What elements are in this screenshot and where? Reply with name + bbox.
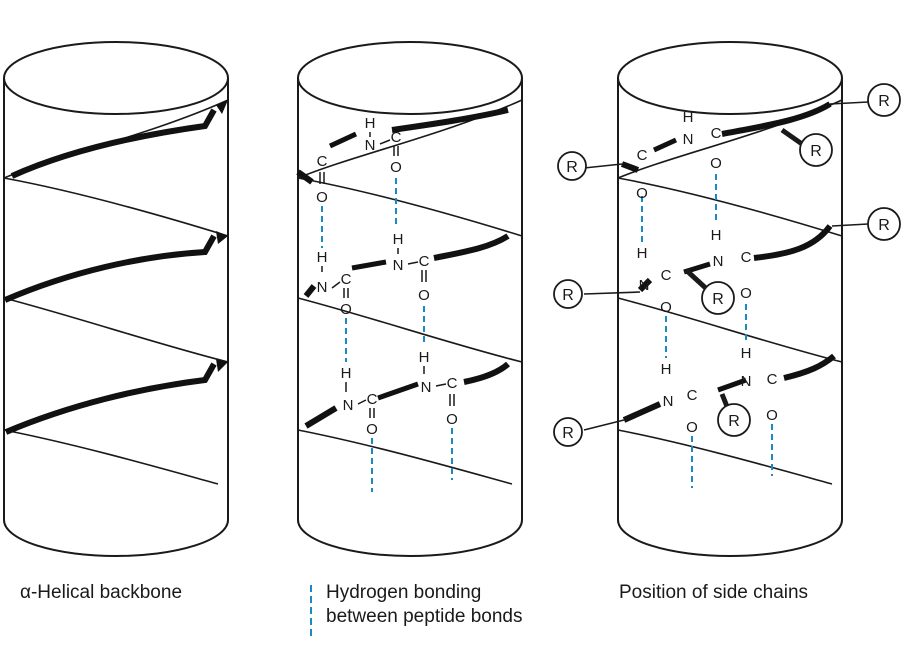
strand-end-3 (216, 359, 228, 372)
caption-hbond-line2: between peptide bonds (326, 606, 523, 627)
atom-c: C (341, 271, 352, 288)
atom-c: C (661, 267, 672, 284)
atom-c: C (447, 375, 458, 392)
hbond-legend-swatch (310, 585, 312, 637)
caption-side-chains: Position of side chains (619, 582, 809, 603)
peptide-atoms: H N C O C O H N C O H N C O H N C O H N … (316, 115, 458, 438)
atom-o: O (636, 185, 648, 202)
r-group-label: R (810, 143, 822, 160)
atom-n: N (393, 257, 404, 274)
atom-n: N (421, 379, 432, 396)
panel-side-chains: R R R R R R R R H N C O C O H N C O H N … (553, 41, 901, 557)
atom-c: C (419, 253, 430, 270)
atom-o: O (766, 407, 778, 424)
atom-o: O (390, 159, 402, 176)
cylinder-1 (3, 41, 229, 557)
atom-h: H (661, 361, 672, 378)
atom-n: N (713, 253, 724, 270)
r-group-label: R (878, 93, 890, 110)
atom-n: N (663, 393, 674, 410)
atom-c: C (767, 371, 778, 388)
backbone-front-strands-2 (296, 107, 510, 429)
atom-n: N (639, 277, 650, 294)
panel-hydrogen-bonding: H N C O C O H N C O H N C O H N C O H N … (296, 41, 523, 557)
r-group-label: R (878, 217, 890, 234)
atom-h: H (393, 231, 404, 248)
atom-n: N (365, 137, 376, 154)
atom-h: H (711, 227, 722, 244)
hydrogen-bonds (321, 178, 453, 492)
atom-h: H (741, 345, 752, 362)
atom-n: N (317, 279, 328, 296)
strand-end-1 (216, 100, 228, 114)
strand-end-2 (216, 231, 228, 244)
atom-c: C (741, 249, 752, 266)
atom-h: H (419, 349, 430, 366)
atom-c: C (711, 125, 722, 142)
bond-ticks (319, 132, 455, 418)
atom-h: H (317, 249, 328, 266)
r-group-label: R (562, 425, 574, 442)
atom-h: H (637, 245, 648, 262)
r-group-label: R (712, 291, 724, 308)
atom-o: O (740, 285, 752, 302)
atom-c: C (391, 129, 402, 146)
atom-o: O (366, 421, 378, 438)
atom-h: H (683, 109, 694, 126)
atom-o: O (418, 287, 430, 304)
atom-o: O (686, 419, 698, 436)
r-group-label: R (728, 413, 740, 430)
cylinder-2 (297, 41, 523, 557)
atom-o: O (710, 155, 722, 172)
r-group-label: R (562, 287, 574, 304)
atom-n: N (741, 373, 752, 390)
atom-n: N (343, 397, 354, 414)
side-chain-labels: R R R R R R R R (562, 93, 890, 442)
atom-o: O (446, 411, 458, 428)
caption-backbone: α-Helical backbone (20, 582, 183, 603)
atom-h: H (365, 115, 376, 132)
atom-o: O (340, 301, 352, 318)
atom-n: N (683, 131, 694, 148)
hydrogen-bonds-3 (641, 174, 773, 488)
peptide-atoms-3: H N C O C O H N C O H N C O H N C O H N … (636, 109, 778, 436)
atom-o: O (660, 299, 672, 316)
side-chain-links (583, 101, 869, 431)
atom-c: C (637, 147, 648, 164)
caption-hbond-line1: Hydrogen bonding (326, 582, 482, 603)
atom-c: C (367, 391, 378, 408)
side-chain-circles (553, 83, 901, 447)
panel-backbone (3, 41, 229, 557)
backbone-front-strands-3 (620, 101, 836, 423)
atom-c: C (687, 387, 698, 404)
atom-c: C (317, 153, 328, 170)
r-group-label: R (566, 159, 578, 176)
atom-o: O (316, 189, 328, 206)
atom-h: H (341, 365, 352, 382)
